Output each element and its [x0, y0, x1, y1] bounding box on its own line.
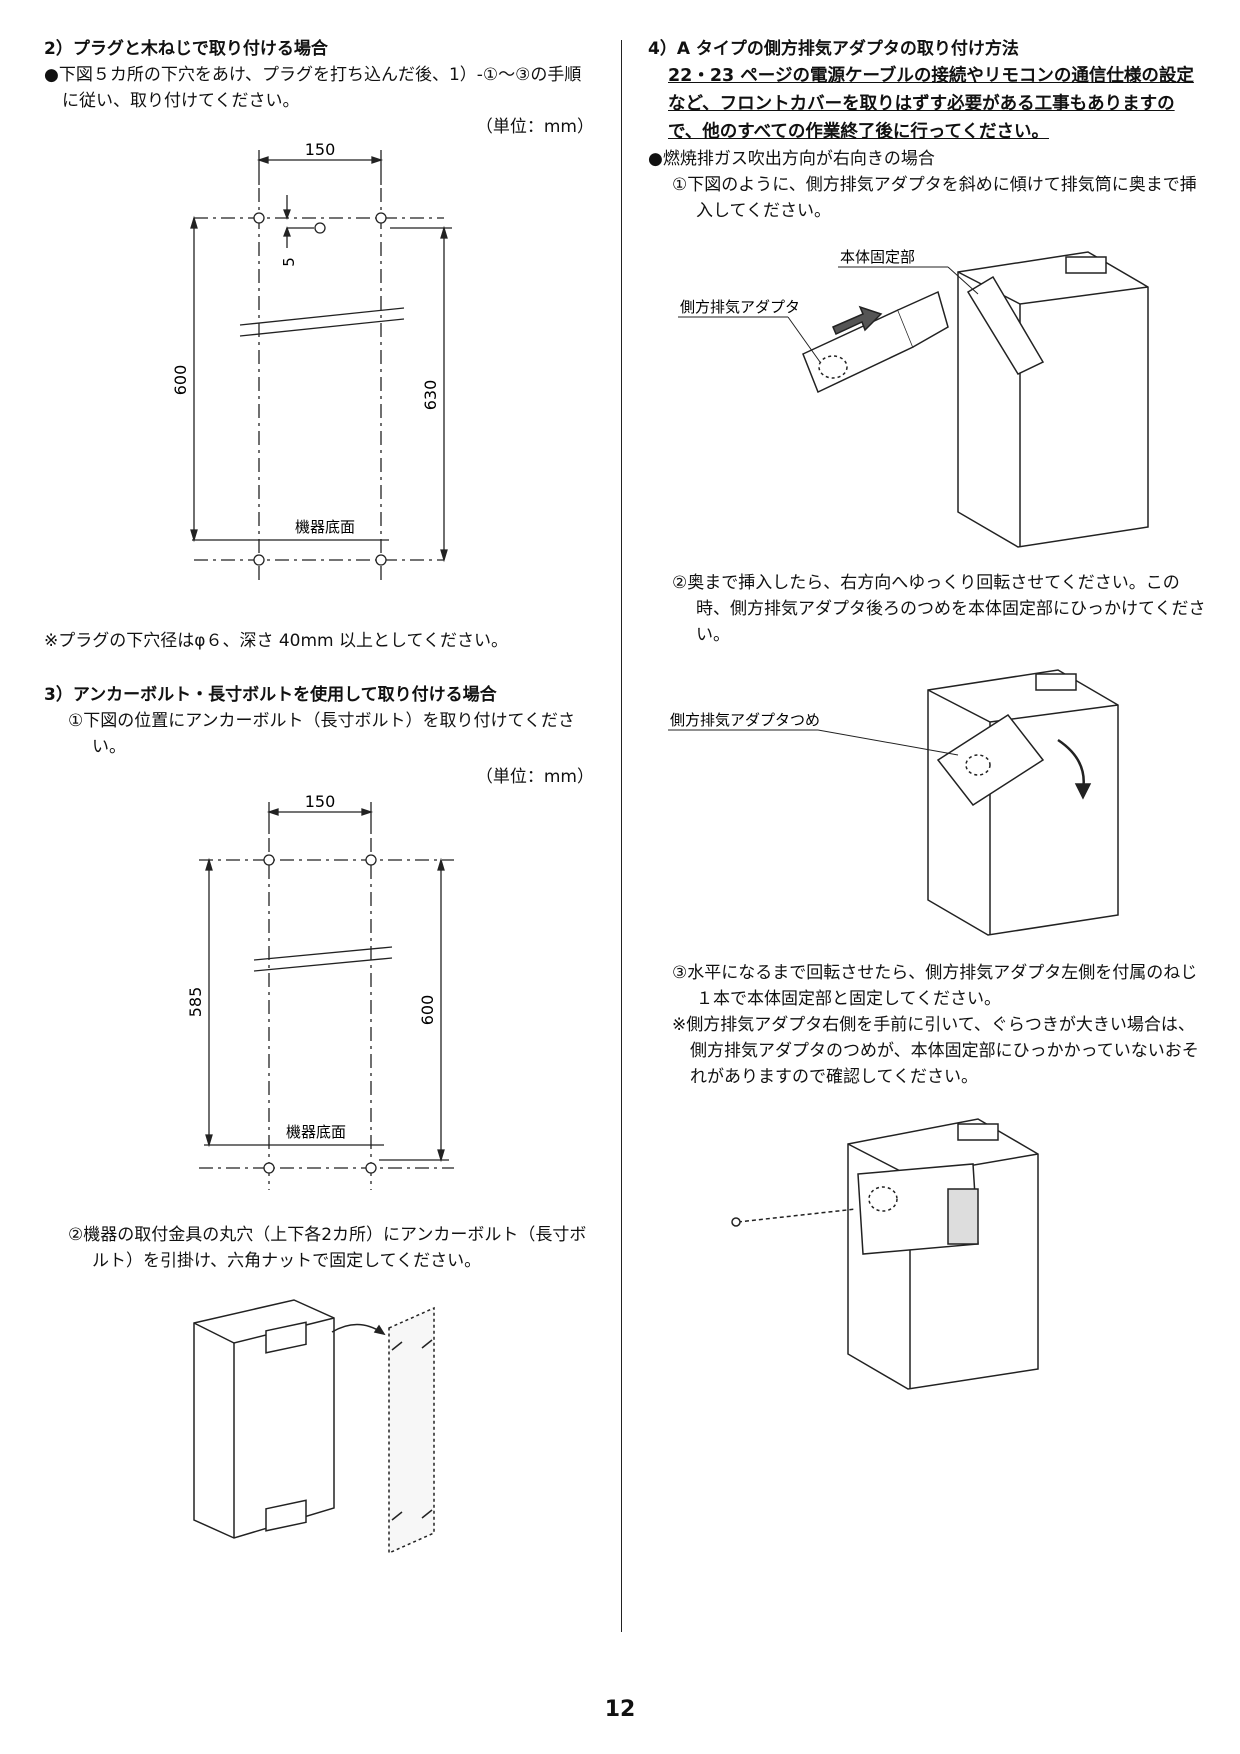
anchor-bolt-diagram: 150 585 600 機器底面: [186, 792, 454, 1190]
section-3-step2: ②機器の取付金具の丸穴（上下各2カ所）にアンカーボルト（長寸ボルト）を引掛け、六…: [68, 1225, 587, 1271]
label-claw: 側方排気アダプタつめ: [670, 711, 820, 729]
bottom-label-3: 機器底面: [286, 1123, 346, 1141]
dim-width: 150: [305, 140, 336, 159]
label-adapter: 側方排気アダプタ: [680, 298, 800, 316]
dim-width-3: 150: [305, 792, 336, 811]
section-3-unit: （単位：mm）: [475, 767, 594, 787]
label-fix: 本体固定部: [840, 248, 915, 266]
column-divider: [621, 40, 622, 1632]
section-4-heading: 4）A タイプの側方排気アダプタの取り付け方法: [648, 39, 1019, 59]
section-4-step3: ③水平になるまで回転させたら、側方排気アダプタ左側を付属のねじ１本で本体固定部と…: [672, 963, 1198, 1009]
plug-hole-diagram: 150 5 600 630 機器底面: [171, 140, 452, 580]
section-2-unit: （単位：mm）: [475, 117, 594, 137]
dim-left: 600: [171, 365, 190, 396]
section-4-note3: ※側方排気アダプタ右側を手前に引いて、ぐらつきが大きい場合は、側方排気アダプタの…: [672, 1015, 1199, 1087]
section-3-step1: ①下図の位置にアンカーボルト（長寸ボルト）を取り付けてください。: [68, 711, 576, 757]
section-2-heading: 2）プラグと木ねじで取り付ける場合: [44, 39, 328, 59]
section-2-bullet: ●下図５カ所の下穴をあけ、プラグを打ち込んだ後、1）-①～③の手順に従い、取り付…: [44, 65, 582, 111]
bottom-label: 機器底面: [295, 518, 355, 536]
left-column: 2）プラグと木ねじで取り付ける場合 ●下図５カ所の下穴をあけ、プラグを打ち込んだ…: [44, 36, 594, 1558]
dim-right: 630: [421, 380, 440, 411]
page-number: 12: [604, 1697, 636, 1722]
section-4-step2: ②奥まで挿入したら、右方向へゆっくり回転させてください。この時、側方排気アダプタ…: [672, 573, 1206, 645]
section-3-heading: 3）アンカーボルト・長寸ボルトを使用して取り付ける場合: [44, 685, 497, 705]
section-4-bullet: ●燃焼排ガス吹出方向が右向きの場合: [648, 149, 935, 169]
mount-illustration: [193, 1299, 435, 1555]
section-2-note: ※プラグの下穴径はφ６、深さ 40mm 以上としてください。: [44, 631, 508, 651]
section-4-step1: ①下図のように、側方排気アダプタを斜めに傾けて排気筒に奥まで挿入してください。: [672, 175, 1197, 221]
dim-left-3: 585: [186, 987, 205, 1018]
adapter-insert-diagram: 本体固定部 側方排気アダプタ: [678, 248, 1149, 548]
adapter-rotate-diagram: 側方排気アダプタつめ: [668, 669, 1119, 936]
adapter-fixed-diagram: [731, 1118, 1039, 1390]
section-4-warning: 22・23 ページの電源ケーブルの接続やリモコンの通信仕様の設定など、フロントカ…: [668, 66, 1194, 142]
right-column: 4）A タイプの側方排気アダプタの取り付け方法 22・23 ページの電源ケーブル…: [648, 36, 1208, 1394]
dim-small: 5: [280, 257, 298, 267]
dim-right-3: 600: [418, 995, 437, 1026]
